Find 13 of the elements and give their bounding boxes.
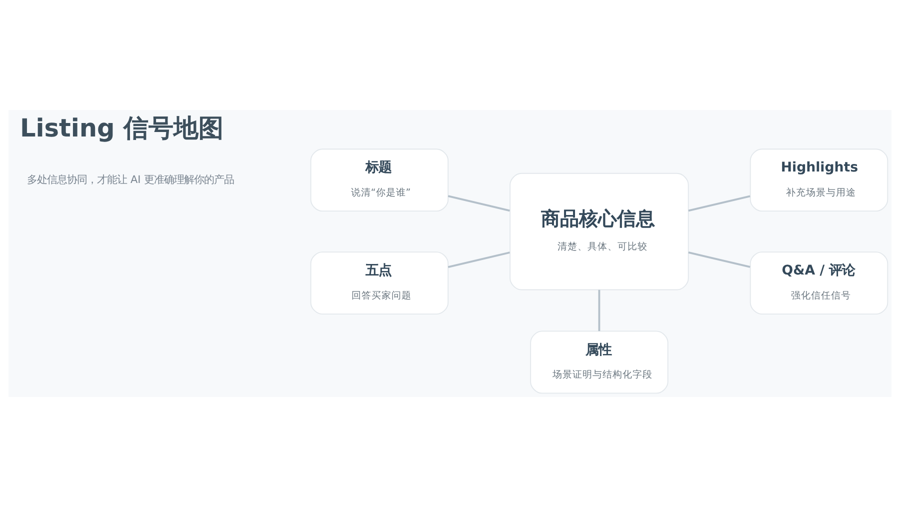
connector [448, 195, 510, 212]
label: 多处信息协同，才能让 AI 更准确理解你的产品 [27, 174, 234, 186]
connector [688, 195, 750, 212]
node-box: 五点 回答买家问题 [310, 252, 449, 315]
node-box: 标题 说清“你是谁” [310, 148, 449, 212]
diagram-title: Listing 信号地图 [20, 114, 224, 143]
node-box: 商品核心信息 清楚、具体、可比较 [510, 172, 689, 290]
connector [448, 252, 510, 268]
node-box: Q&A / 评论 强化信任信号 [750, 252, 888, 315]
node-box: 属性 场景证明与结构化字段 [530, 330, 668, 394]
node-box: Highlights 补充场景与用途 [750, 148, 888, 212]
connector [688, 252, 750, 268]
connector [598, 290, 600, 332]
